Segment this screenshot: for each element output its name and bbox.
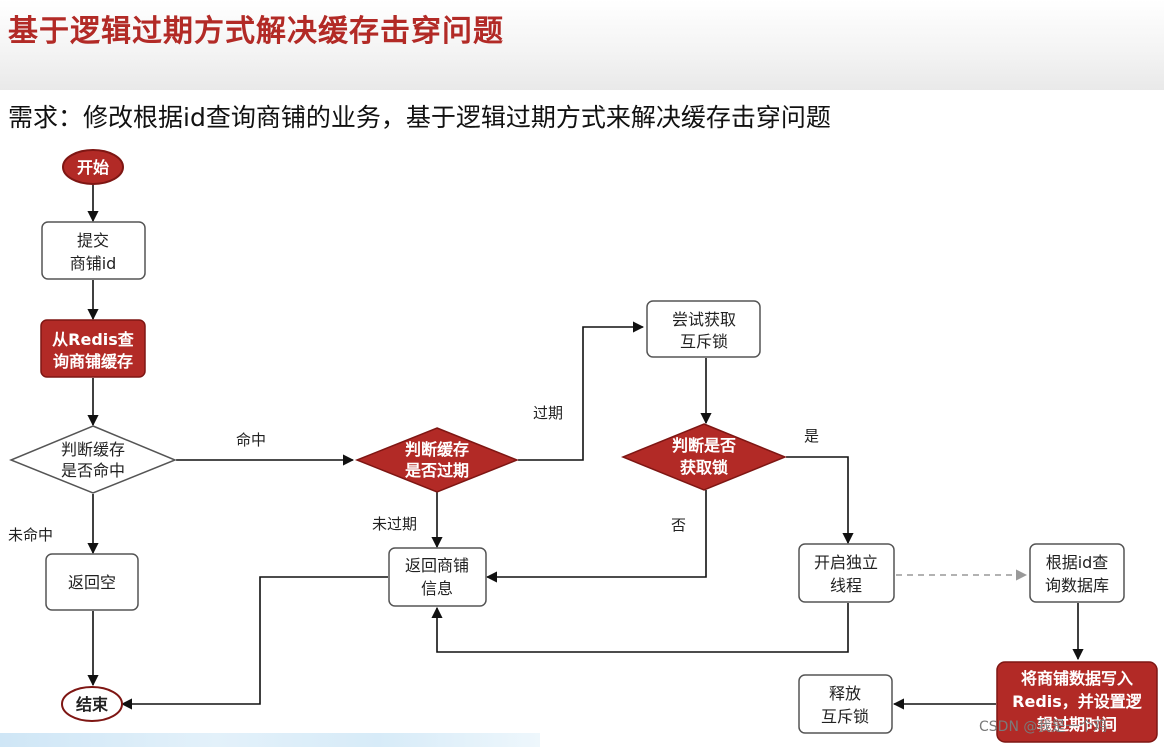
csdn-watermark: CSDN @我是一个鸡 xyxy=(979,719,1108,735)
svg-text:线程: 线程 xyxy=(830,576,862,595)
label-yes: 是 xyxy=(804,427,819,445)
svg-text:获取锁: 获取锁 xyxy=(680,458,728,477)
svg-text:是否命中: 是否命中 xyxy=(61,461,125,480)
expired-check-decision: 判断缓存 是否过期 xyxy=(354,427,520,493)
try-lock-node: 尝试获取 互斥锁 xyxy=(646,300,761,358)
svg-text:结束: 结束 xyxy=(75,695,109,714)
label-hit: 命中 xyxy=(236,431,266,449)
svg-text:判断缓存: 判断缓存 xyxy=(61,440,125,459)
new-thread-node: 开启独立 线程 xyxy=(798,543,895,603)
svg-text:判断缓存: 判断缓存 xyxy=(405,440,469,459)
submit-shop-id-node: 提交 商铺id xyxy=(41,221,146,280)
header-band xyxy=(0,0,1164,90)
svg-text:提交: 提交 xyxy=(77,231,109,250)
svg-text:是否过期: 是否过期 xyxy=(404,461,469,480)
return-empty-node: 返回空 xyxy=(45,553,139,611)
svg-text:返回空: 返回空 xyxy=(68,573,116,592)
svg-text:辑过期时间: 辑过期时间 xyxy=(1037,715,1117,734)
label-expired: 过期 xyxy=(533,404,563,422)
lock-check-decision: 判断是否 获取锁 xyxy=(621,423,787,491)
edge-expired xyxy=(518,321,645,461)
svg-text:Redis，并设置逻: Redis，并设置逻 xyxy=(1012,692,1143,711)
svg-text:开始: 开始 xyxy=(77,158,109,177)
svg-text:信息: 信息 xyxy=(421,579,453,598)
svg-text:询商铺缓存: 询商铺缓存 xyxy=(53,352,133,371)
label-miss: 未命中 xyxy=(8,526,53,544)
bottom-decoration-strip xyxy=(0,733,540,747)
svg-text:从Redis查: 从Redis查 xyxy=(52,330,134,349)
svg-text:开启独立: 开启独立 xyxy=(814,553,878,572)
svg-text:释放: 释放 xyxy=(829,684,861,703)
release-lock-node: 释放 互斥锁 xyxy=(798,674,893,734)
svg-text:互斥锁: 互斥锁 xyxy=(821,707,869,726)
edge-no xyxy=(485,490,707,583)
svg-text:将商铺数据写入: 将商铺数据写入 xyxy=(1021,669,1133,688)
svg-text:尝试获取: 尝试获取 xyxy=(672,310,736,329)
svg-text:判断是否: 判断是否 xyxy=(672,436,736,455)
edge-info-end xyxy=(120,576,388,710)
svg-text:商铺id: 商铺id xyxy=(70,254,117,273)
svg-text:询数据库: 询数据库 xyxy=(1045,576,1109,595)
label-no: 否 xyxy=(671,516,686,534)
svg-text:返回商铺: 返回商铺 xyxy=(405,556,469,575)
slide-title: 基于逻辑过期方式解决缓存击穿问题 xyxy=(8,14,504,49)
end-node: 结束 xyxy=(61,686,123,722)
hit-check-decision: 判断缓存 是否命中 xyxy=(9,425,177,494)
svg-text:根据id查: 根据id查 xyxy=(1046,553,1109,572)
svg-text:互斥锁: 互斥锁 xyxy=(680,332,728,351)
edges xyxy=(87,185,1084,710)
label-not-expired: 未过期 xyxy=(372,515,417,533)
return-shop-info-node: 返回商铺 信息 xyxy=(388,547,487,607)
edge-thread-info xyxy=(431,603,849,653)
query-redis-node: 从Redis查 询商铺缓存 xyxy=(40,319,146,378)
edge-yes xyxy=(786,456,854,545)
start-node: 开始 xyxy=(62,149,124,185)
requirement-text: 需求：修改根据id查询商铺的业务，基于逻辑过期方式来解决缓存击穿问题 xyxy=(8,103,831,132)
query-db-node: 根据id查 询数据库 xyxy=(1029,543,1125,603)
write-redis-node: 将商铺数据写入 Redis，并设置逻 辑过期时间 xyxy=(996,661,1158,743)
